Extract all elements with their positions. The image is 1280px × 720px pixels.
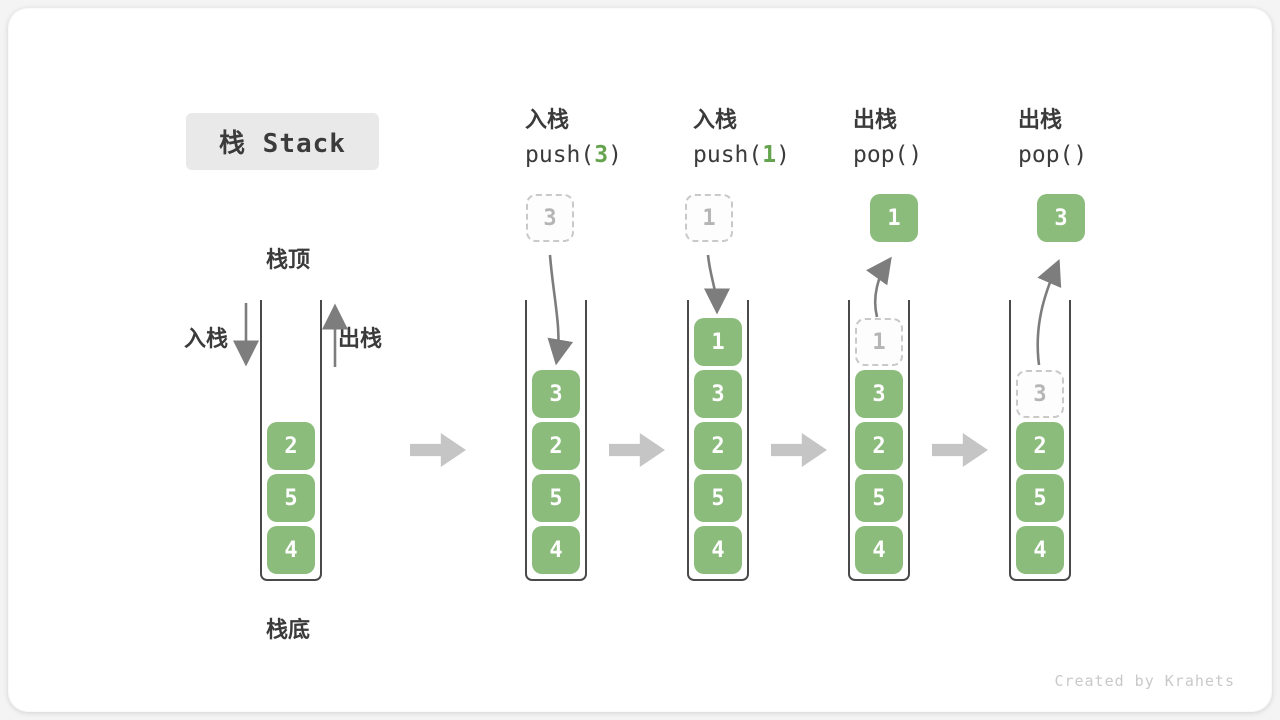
- float-element-push1: 1: [685, 194, 733, 242]
- title-box: 栈 Stack: [186, 113, 379, 170]
- stack-cell: 5: [694, 474, 742, 522]
- op-code-label: pop(): [853, 138, 1023, 172]
- next-step-arrow-2: [609, 433, 665, 467]
- op-label-push1: 入栈 push(1): [693, 106, 863, 172]
- stack-cell: 4: [532, 526, 580, 574]
- code-pre: pop(): [1018, 142, 1088, 168]
- push-direction-label: 入栈: [183, 327, 228, 352]
- next-step-arrow-3: [771, 433, 827, 467]
- stack-cell-ghost: 3: [1016, 370, 1064, 418]
- stack-cell: 2: [694, 422, 742, 470]
- stack-cell: 4: [855, 526, 903, 574]
- code-arg: 3: [594, 142, 609, 168]
- stack-cell: 3: [855, 370, 903, 418]
- stack-cell: 3: [532, 370, 580, 418]
- stack-cell: 5: [855, 474, 903, 522]
- next-step-arrow-4: [932, 433, 988, 467]
- op-cjk-label: 出栈: [1018, 108, 1063, 133]
- code-pre: push(: [693, 142, 763, 168]
- stack-cell: 2: [1016, 422, 1064, 470]
- op-code-label: push(1): [693, 138, 863, 172]
- float-element-popped3: 3: [1037, 194, 1085, 242]
- stack-cell: 5: [532, 474, 580, 522]
- code-pre: push(: [525, 142, 595, 168]
- stack-cell: 2: [855, 422, 903, 470]
- float-element-push3: 3: [526, 194, 574, 242]
- stack-cell: 5: [1016, 474, 1064, 522]
- op-cjk-label: 入栈: [525, 108, 570, 133]
- stack-cell: 2: [532, 422, 580, 470]
- title-text: 栈 Stack: [219, 129, 346, 159]
- op-cjk-label: 入栈: [693, 108, 738, 133]
- watermark: Created by Krahets: [1054, 672, 1235, 690]
- stack-top-label: 栈顶: [265, 248, 310, 273]
- stack-cell: 3: [694, 370, 742, 418]
- stack-cell: 5: [267, 474, 315, 522]
- stack-bottom-label: 栈底: [265, 618, 310, 643]
- stack-cell: 4: [694, 526, 742, 574]
- stack-cell-ghost: 1: [855, 318, 903, 366]
- op-label-pop-second: 出栈 pop(): [1018, 106, 1188, 172]
- op-cjk-label: 出栈: [853, 108, 898, 133]
- stack-cell: 4: [267, 526, 315, 574]
- code-post: ): [776, 142, 790, 168]
- code-post: ): [608, 142, 622, 168]
- stack-cell: 2: [267, 422, 315, 470]
- code-arg: 1: [762, 142, 777, 168]
- op-label-push3: 入栈 push(3): [525, 106, 695, 172]
- stack-cell: 1: [694, 318, 742, 366]
- code-pre: pop(): [853, 142, 923, 168]
- op-label-pop-first: 出栈 pop(): [853, 106, 1023, 172]
- pop-direction-label: 出栈: [338, 327, 383, 352]
- op-code-label: push(3): [525, 138, 695, 172]
- diagram-card: 栈 Stack 栈顶 栈底 入栈 出栈 入栈 push(3) 入栈 push(1…: [8, 8, 1272, 712]
- next-step-arrow-1: [410, 433, 466, 467]
- stack-cell: 4: [1016, 526, 1064, 574]
- float-element-popped1: 1: [870, 194, 918, 242]
- op-code-label: pop(): [1018, 138, 1188, 172]
